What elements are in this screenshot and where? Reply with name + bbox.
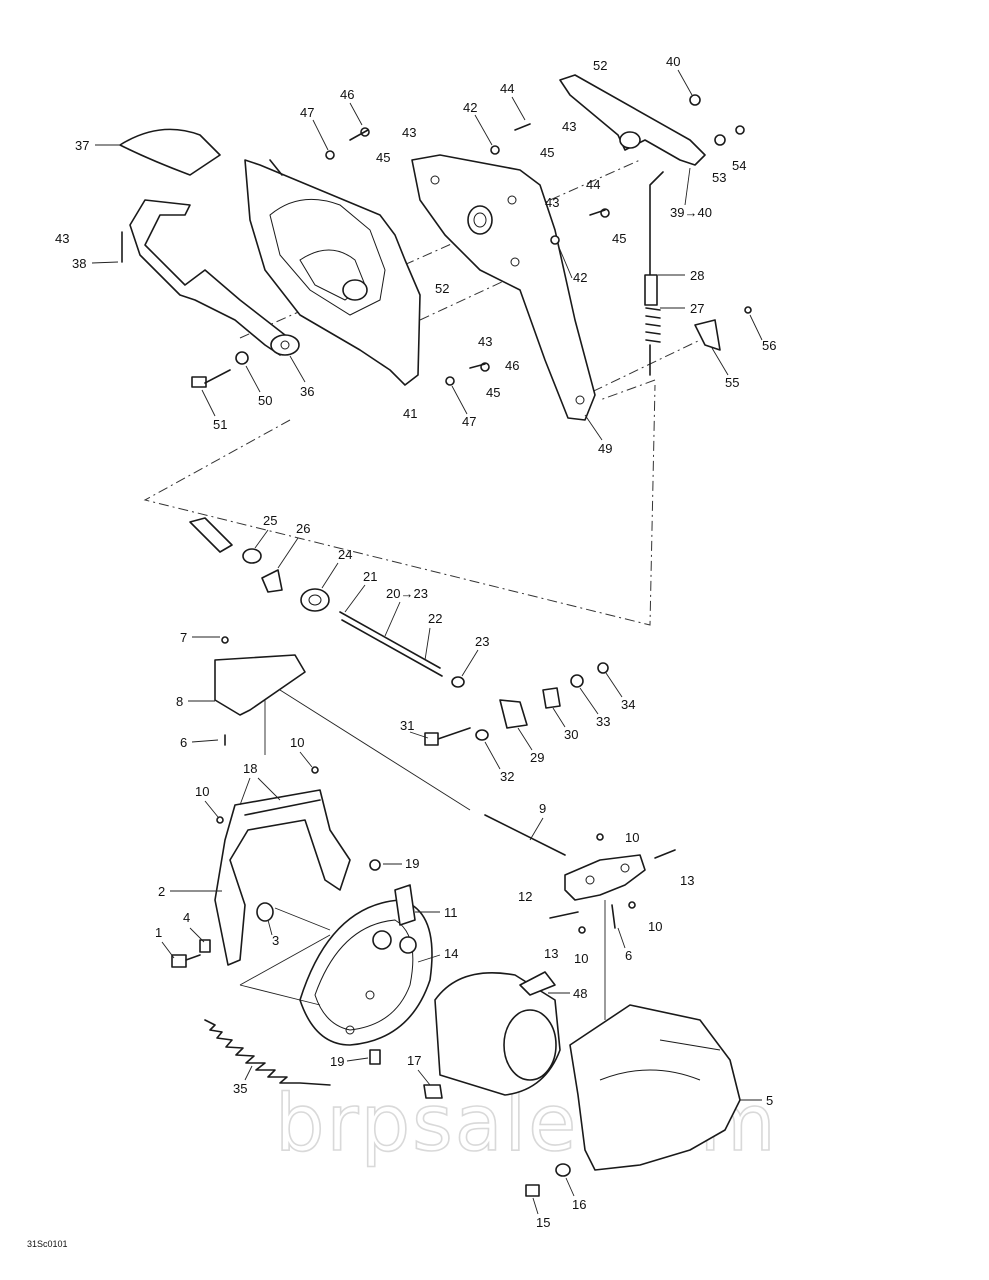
callout-53: 53	[712, 170, 726, 185]
lower-bracket	[214, 654, 306, 716]
pedal-pad	[119, 128, 221, 176]
callout-7: 7	[180, 630, 187, 645]
callout-16: 16	[572, 1197, 586, 1212]
callout-36: 36	[300, 384, 314, 399]
side-plate	[411, 154, 596, 421]
callout-10: 10	[574, 951, 588, 966]
lower-hardware	[171, 636, 636, 1197]
callout-45: 45	[612, 231, 626, 246]
callout-9: 9	[539, 801, 546, 816]
upper-lever	[559, 74, 706, 166]
callout-25: 25	[263, 513, 277, 528]
callout-46: 46	[340, 87, 354, 102]
callout-52: 52	[435, 281, 449, 296]
callout-29: 29	[530, 750, 544, 765]
brake-rod	[644, 171, 664, 376]
callout-34: 34	[621, 697, 635, 712]
callout-40: 40	[666, 54, 680, 69]
callout-45: 45	[486, 385, 500, 400]
callout-33: 33	[596, 714, 610, 729]
callout-43: 43	[402, 125, 416, 140]
callout-47: 47	[300, 105, 314, 120]
callout-6: 6	[180, 735, 187, 750]
callout-13: 13	[680, 873, 694, 888]
callout-44: 44	[500, 81, 514, 96]
callout-4: 4	[183, 910, 190, 925]
return-spring	[204, 1019, 331, 1086]
callout-32: 32	[500, 769, 514, 784]
callout-42: 42	[573, 270, 587, 285]
pedal-bracket	[244, 159, 421, 386]
upper-hardware	[121, 94, 752, 388]
callout-44: 44	[586, 177, 600, 192]
callout-12: 12	[518, 889, 532, 904]
callout-41: 41	[403, 406, 417, 421]
right-bracket	[549, 849, 676, 929]
shaft-assembly	[189, 517, 609, 746]
callout-39: 39→40	[670, 205, 712, 220]
callout-52: 52	[593, 58, 607, 73]
callout-43: 43	[55, 231, 69, 246]
callout-31: 31	[400, 718, 414, 733]
callout-8: 8	[176, 694, 183, 709]
callout-30: 30	[564, 727, 578, 742]
callout-50: 50	[258, 393, 272, 408]
callout-42: 42	[463, 100, 477, 115]
callout-26: 26	[296, 521, 310, 536]
callout-45: 45	[540, 145, 554, 160]
callout-27: 27	[690, 301, 704, 316]
drum-cover	[434, 971, 561, 1096]
brake-pedal-arm	[129, 199, 300, 356]
callout-13: 13	[544, 946, 558, 961]
callout-6: 6	[625, 948, 632, 963]
callout-35: 35	[233, 1081, 247, 1096]
callout-47: 47	[462, 414, 476, 429]
callout-2: 2	[158, 884, 165, 899]
callout-14: 14	[444, 946, 458, 961]
callout-55: 55	[725, 375, 739, 390]
callout-3: 3	[272, 933, 279, 948]
callout-1: 1	[155, 925, 162, 940]
callout-49: 49	[598, 441, 612, 456]
callout-46: 46	[505, 358, 519, 373]
rod-clip	[694, 319, 721, 351]
callout-21: 21	[363, 569, 377, 584]
callout-28: 28	[690, 268, 704, 283]
callout-23: 23	[475, 634, 489, 649]
callout-19: 19	[330, 1054, 344, 1069]
callout-5: 5	[766, 1093, 773, 1108]
callout-11: 11	[444, 905, 458, 920]
callout-43: 43	[478, 334, 492, 349]
callout-45: 45	[376, 150, 390, 165]
callout-10: 10	[648, 919, 662, 934]
callout-10: 10	[625, 830, 639, 845]
callout-54: 54	[732, 158, 746, 173]
drawing-code: 31Sc0101	[27, 1239, 68, 1249]
callout-48: 48	[573, 986, 587, 1001]
callout-37: 37	[75, 138, 89, 153]
brake-housing	[569, 1004, 741, 1171]
callout-10: 10	[195, 784, 209, 799]
lever-frame	[214, 789, 351, 966]
callout-17: 17	[407, 1053, 421, 1068]
callout-15: 15	[536, 1215, 550, 1230]
callout-43: 43	[562, 119, 576, 134]
callout-51: 51	[213, 417, 227, 432]
callout-19: 19	[405, 856, 419, 871]
link-rod	[484, 814, 566, 856]
callout-22: 22	[428, 611, 442, 626]
brake-caliper	[299, 884, 433, 1046]
callout-56: 56	[762, 338, 776, 353]
callout-38: 38	[72, 256, 86, 271]
callout-43: 43	[545, 195, 559, 210]
callout-20: 20→23	[386, 586, 428, 601]
callout-24: 24	[338, 547, 352, 562]
callout-10: 10	[290, 735, 304, 750]
callout-18: 18	[243, 761, 257, 776]
